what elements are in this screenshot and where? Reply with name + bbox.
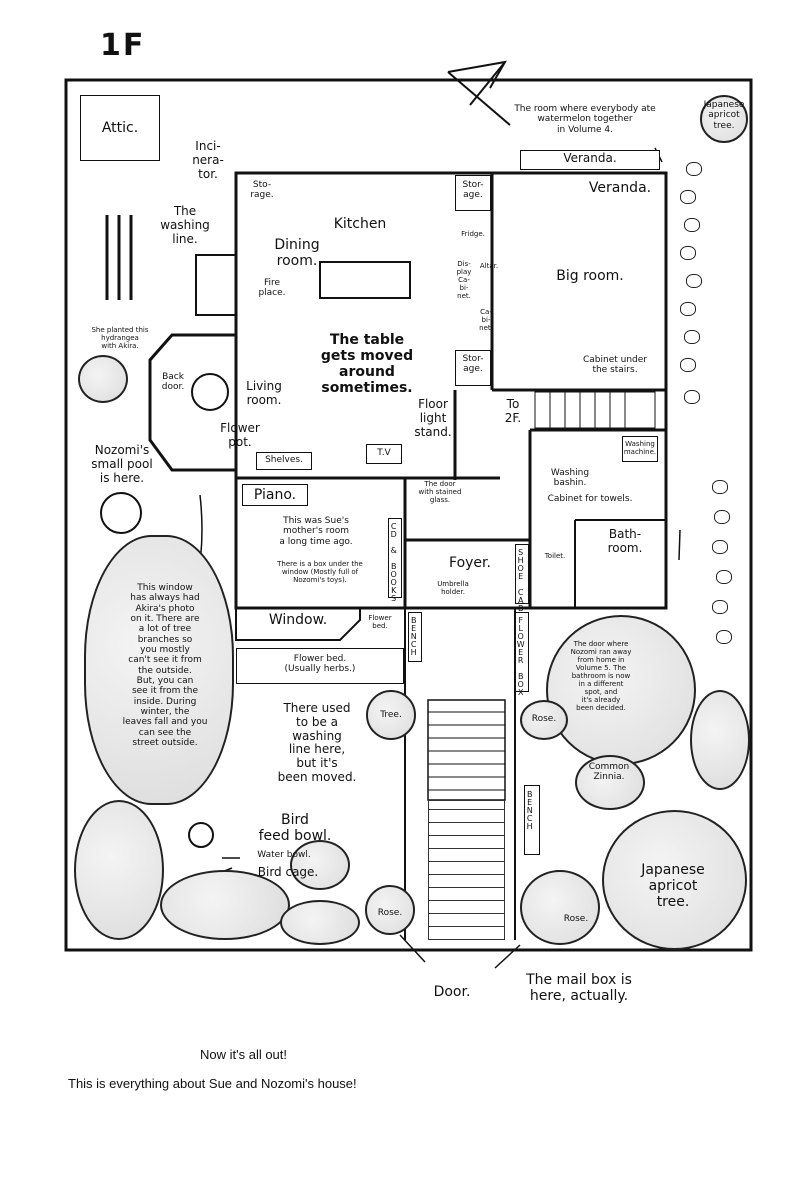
storage-top-label: Stor- age. — [462, 180, 484, 201]
rose-right-label: Rose. — [531, 714, 557, 724]
caption-line-2: This is everything about Sue and Nozomi'… — [68, 1076, 357, 1091]
flower-bed-small-label: Flower bed. — [368, 614, 392, 631]
bench-left — [408, 612, 422, 662]
floor-label: 1F — [100, 28, 146, 63]
rose-bush-right — [520, 700, 568, 740]
tree-bottom-left — [74, 800, 164, 940]
tree-cluster-left — [84, 535, 234, 805]
altar-label: Altar. — [479, 262, 499, 270]
apricot-tree-top — [700, 95, 748, 143]
attic-label: Attic. — [101, 120, 139, 136]
window-label: Window. — [268, 612, 328, 628]
veranda-upper-label: Veranda. — [563, 151, 617, 165]
table-note: The table gets moved around sometimes. — [320, 332, 414, 397]
hydrangea-bush — [78, 355, 128, 403]
mothers-room-label: This was Sue's mother's room a long time… — [279, 516, 353, 547]
apricot-tree-bottom — [602, 810, 747, 950]
door-ran-away-note: The door where Nozomi ran away from home… — [570, 640, 632, 713]
toilet-label: Toilet. — [544, 552, 566, 560]
pool-note: Nozomi's small pool is here. — [91, 443, 153, 485]
bird-cage-label: Bird cage. — [257, 865, 319, 879]
cd-books-shelf — [388, 518, 402, 598]
hydrangea-note: She planted this hydrangea with Akira. — [91, 326, 149, 351]
shelves-box — [256, 452, 312, 470]
bush-bottom-left — [160, 870, 290, 940]
umbrella-holder-label: Umbrella holder. — [437, 580, 469, 597]
dining-table — [319, 261, 411, 299]
flower-box-label: FLOWER BOX — [516, 616, 526, 696]
compass-icon — [447, 60, 511, 126]
piano-box — [242, 484, 308, 506]
veranda-lower-label: Veranda. — [588, 180, 652, 196]
rose-bush-bottom-right — [520, 870, 600, 945]
fridge-label: Fridge. — [461, 230, 485, 238]
storage-mid-label: Stor- age. — [462, 354, 484, 375]
back-door-label: Back door. — [161, 372, 185, 393]
big-room-label: Big room. — [556, 268, 624, 284]
zinnia-bush — [575, 755, 645, 810]
mailbox-note: The mail box is here, actually. — [526, 972, 632, 1005]
flower-pot-label: Flower pot. — [220, 421, 260, 449]
veranda-upper — [520, 150, 660, 170]
cabinet-under-stairs-label: Cabinet under the stairs. — [582, 355, 647, 376]
tree-label: Tree. — [380, 710, 402, 720]
piano-label: Piano. — [253, 487, 297, 503]
kitchen-label: Kitchen — [333, 216, 387, 232]
flower-bed-large-label: Flower bed. (Usually herbs.) — [284, 654, 356, 675]
attic-room — [80, 95, 160, 161]
storage-top-room — [455, 175, 491, 211]
flower-bed-large — [236, 648, 404, 684]
living-room-label: Living room. — [246, 379, 282, 407]
shoe-cabinet — [515, 544, 529, 604]
washing-basin-label: Washing bashin. — [550, 468, 590, 489]
apricot-bottom-label: Japanese apricot tree. — [641, 862, 705, 911]
bench-right-label: BENCH — [525, 790, 535, 830]
bench-left-label: BENCH — [409, 616, 419, 656]
washing-line-label: The washing line. — [160, 204, 210, 246]
water-bowl-label: Water bowl. — [257, 850, 311, 860]
door-label: Door. — [433, 984, 471, 1000]
bush-low — [280, 900, 360, 945]
bathroom-label: Bath- room. — [607, 527, 643, 555]
brick-walkway — [428, 800, 505, 940]
tree-far-right — [690, 690, 750, 790]
display-cabinet-label: Dis- play Ca- bi- net. — [456, 260, 472, 301]
watermelon-note: The room where everybody ate watermelon … — [514, 104, 656, 135]
washing-machine-box — [622, 436, 658, 462]
caption-line-1: Now it's all out! — [200, 1047, 288, 1062]
flower-box — [515, 612, 529, 692]
incinerator-label: Inci- nera- tor. — [192, 139, 224, 181]
cd-books-label: CD & BOOKS — [389, 522, 399, 602]
bird-feed-label: Bird feed bowl. — [258, 812, 332, 845]
apricot-top-label: Japanese apricot tree. — [703, 100, 745, 131]
lot-boundary — [64, 78, 753, 952]
rose-bottom-left-label: Rose. — [377, 908, 403, 918]
small-pool — [100, 492, 142, 534]
bench-right — [524, 785, 540, 855]
to-2f-label: To 2F. — [504, 397, 522, 425]
tv-box — [366, 444, 402, 464]
akira-photo-note: This window has always had Akira's photo… — [122, 583, 208, 749]
tv-label: T.V — [377, 448, 391, 458]
box-note: There is a box under the window (Mostly … — [277, 560, 363, 585]
washing-machine-label: Washing machine. — [623, 440, 657, 457]
stained-door-label: The door with stained glass. — [418, 480, 462, 505]
foyer-label: Foyer. — [449, 555, 491, 571]
dining-room-label: Dining room. — [274, 237, 320, 270]
water-bowl — [188, 822, 214, 848]
cabinet-towels-label: Cabinet for towels. — [547, 494, 633, 504]
storage-mid-room — [455, 350, 491, 386]
shelves-label: Shelves. — [265, 455, 303, 465]
washing-line-moved-note: There used to be a washing line here, bu… — [277, 701, 357, 784]
rose-bottom-right-label: Rose. — [563, 914, 589, 924]
zinnia-label: Common Zinnia. — [588, 762, 630, 783]
bush-center — [290, 840, 350, 890]
floor-light-label: Floor light stand. — [414, 397, 452, 439]
fire-place-label: Fire place. — [258, 278, 286, 299]
cabinet-small-label: Ca- bi- net. — [479, 308, 493, 333]
rose-bush-bottom-left — [365, 885, 415, 935]
storage-kitchen-label: Sto- rage. — [250, 180, 274, 201]
tree-small — [366, 690, 416, 740]
